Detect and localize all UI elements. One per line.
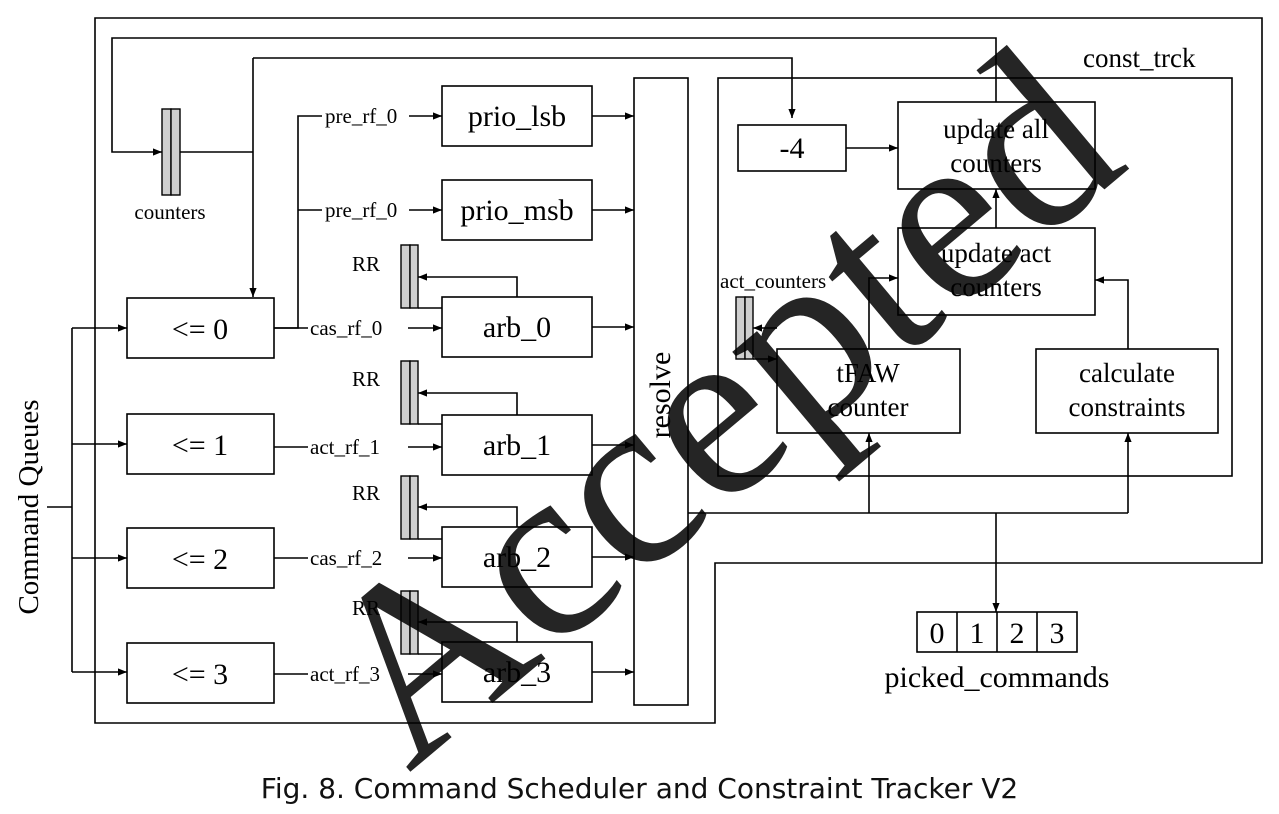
counters-to-minus-line [253,57,796,118]
minus-four-box: -4 [737,124,847,172]
svg-text:tFAW: tFAW [836,358,900,388]
svg-text:calculate: calculate [1079,358,1175,388]
prio-lsb-box: prio_lsb [441,85,593,147]
comparator-2: <= 2 [126,527,275,589]
picked-commands-label: picked_commands [885,661,1110,694]
signal-pre-rf-mid: pre_rf_0 [325,198,397,222]
svg-text:prio_lsb: prio_lsb [468,100,566,133]
pre-rf-top-line [274,115,322,329]
calc-to-update-act-arrow [1095,276,1129,349]
scheduler-boundary [94,17,1263,724]
act-counters-label: act_counters [720,269,826,293]
arbiter-1: arb_1 [441,414,593,476]
arbiter-3: arb_3 [441,641,593,703]
counters-label: counters [134,200,205,224]
svg-text:-4: -4 [780,132,805,165]
svg-text:<= 1: <= 1 [172,429,228,462]
svg-text:update act: update act [941,238,1052,268]
rr-register-3: RR [352,590,518,655]
svg-text:arb_1: arb_1 [483,429,551,462]
svg-text:RR: RR [352,596,380,620]
comparator-1: <= 1 [126,413,275,475]
comparator-0: <= 0 [126,297,275,359]
svg-text:<= 2: <= 2 [172,543,228,576]
calculate-constraints-box: calculate constraints [1035,348,1219,434]
svg-text:RR: RR [352,252,380,276]
resolve-block: resolve [633,77,689,706]
counters-register [161,108,181,196]
svg-text:arb_0: arb_0 [483,311,551,344]
svg-text:counters: counters [950,148,1041,178]
tfaw-to-update-act-arrow [868,274,898,349]
svg-text:3: 3 [1050,617,1065,650]
svg-text:0: 0 [930,617,945,650]
svg-text:arb_2: arb_2 [483,541,551,574]
svg-text:update all: update all [943,114,1049,144]
update-act-counters-box: update act counters [897,227,1096,316]
rr-register-1: RR [352,360,518,425]
svg-text:RR: RR [352,367,380,391]
svg-text:constraints: constraints [1069,392,1186,422]
counters-feedback-line [111,37,997,156]
signal-row1: act_rf_1 [310,435,380,459]
svg-text:<= 0: <= 0 [172,313,228,346]
signal-row0: cas_rf_0 [310,316,382,340]
prio-msb-box: prio_msb [441,179,593,241]
arbiter-0: arb_0 [441,296,593,358]
svg-text:2: 2 [1010,617,1025,650]
picked-commands-array: 0 1 2 3 [916,611,1078,653]
signal-row2: cas_rf_2 [310,546,382,570]
arbiter-2: arb_2 [441,526,593,588]
const-trck-label: const_trck [1083,43,1196,73]
comparator-3: <= 3 [126,642,275,704]
signal-row3: act_rf_3 [310,662,380,686]
figure-caption: Fig. 8. Command Scheduler and Constraint… [260,772,1019,805]
svg-text:prio_msb: prio_msb [460,194,573,227]
svg-text:counters: counters [950,272,1041,302]
svg-text:resolve: resolve [644,352,677,439]
command-queues-label: Command Queues [13,399,45,614]
rr-register-0: RR [352,244,518,309]
const-trck-boundary [717,77,1233,477]
resolve-inputs [592,112,634,676]
svg-text:1: 1 [970,617,985,650]
command-queue-bus [47,324,127,676]
svg-text:arb_3: arb_3 [483,656,551,689]
signal-pre-rf-top: pre_rf_0 [325,104,397,128]
svg-text:counter: counter [828,392,909,422]
svg-text:<= 3: <= 3 [172,658,228,691]
rr-register-2: RR [352,475,518,540]
svg-text:RR: RR [352,481,380,505]
